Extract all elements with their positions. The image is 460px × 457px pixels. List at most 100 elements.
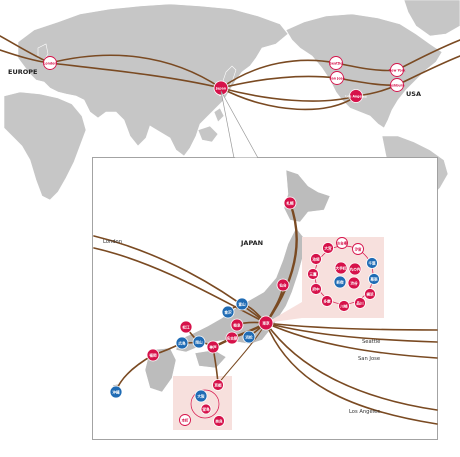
node-hiroshima: 広島 [175,336,189,350]
route-line [220,87,357,102]
node-label: 千葉 [368,260,376,265]
node-toyama: 富山 [235,297,249,311]
node-label: 大阪 [197,393,205,398]
node-nara: 奈良 [213,415,225,427]
node-kanto-p: 渋谷 [347,276,361,290]
route-line [265,322,438,411]
node-dojima: 堂島 [200,403,212,415]
node-label: 広島 [178,340,186,345]
node-japan-world: Japan [213,80,229,96]
route-line [265,322,438,331]
node-label: Ashburn [389,83,405,87]
node-label: 東京 [262,320,270,325]
node-label: 堂島 [202,406,210,411]
region-label-europe: EUROPE [8,68,37,76]
node-label: 岡山 [195,339,203,344]
node-seattle-world: Seattle [329,56,343,70]
node-kobe: 神戸 [206,340,220,354]
north-america-landmass [285,13,443,129]
route-line [93,235,267,324]
node-label: 神戸 [209,344,217,349]
node-label: 仙台 [279,282,287,287]
node-label: お台場 [337,240,348,245]
node-losangeles-world: Los Angeles [345,89,367,103]
node-sendai: 仙台 [276,278,290,292]
route-line [265,322,438,359]
node-nagoya: 名古屋 [225,331,239,345]
node-label: 大手町 [336,265,347,270]
node-label: 岐阜 [233,322,241,327]
route-line [220,87,357,111]
node-label: 本町 [182,417,189,422]
node-label: 松江 [182,324,190,329]
node-fukuoka: 福岡 [146,348,160,362]
node-newyork-world: New York [389,63,407,77]
node-label: New York [389,68,407,72]
route-line [265,322,438,425]
node-label: Japan [215,86,227,90]
node-tokyo: 東京 [258,315,274,331]
node-kanto-n: 丸の内 [348,262,362,276]
node-label: 京都 [214,382,222,387]
node-kanto-l: 品川 [354,297,366,309]
route-line [49,62,222,89]
node-label: 沖縄 [111,389,120,394]
node-kanto-a: 大宮 [322,242,334,254]
node-gifu: 岐阜 [230,318,244,332]
node-kanto-e: 千葉 [366,257,378,269]
node-label: 丸の内 [349,266,361,271]
node-honmachi: 本町 [179,414,191,426]
node-kanazawa: 金沢 [221,305,235,319]
node-label: Los Angeles [345,94,367,98]
route-line [93,247,267,324]
node-kanto-f: 三鷹 [307,268,319,280]
region-label-usa: USA [406,90,421,98]
node-sapporo: 札幌 [283,196,297,210]
node-label: 三鷹 [309,271,317,276]
node-kanto-k: 川崎 [338,300,350,312]
africa-landmass [3,91,87,201]
inset-label-london: London [103,239,122,245]
region-label-japan: JAPAN [240,239,263,247]
node-label: 富山 [238,301,246,306]
node-label: 名古屋 [227,335,238,340]
eurasia-landmass [17,3,289,157]
route-line [49,54,222,89]
kanto-box-connector [266,302,302,323]
node-kyoto: 京都 [212,379,224,391]
node-label: 奈良 [214,418,223,423]
node-label: 渋谷 [350,280,358,285]
route-line [396,39,460,71]
node-label: 札幌 [285,200,294,205]
inset-label-losangeles: Los Angeles [349,409,380,415]
node-label: 金沢 [223,309,232,314]
node-kanto-m: 大手町 [334,261,348,275]
node-kanto-i: 横浜 [364,288,376,300]
node-kanto-o: 新宿 [333,275,347,289]
node-kanto-d: 池袋 [310,253,322,265]
kansai-ring [190,389,220,419]
inset-label-sanjose: San Jose [358,356,380,362]
node-label: 池袋 [312,256,320,261]
node-label: 多摩 [323,298,331,303]
node-okayama: 岡山 [192,335,206,349]
node-sanjose-world: San Jose [329,71,345,85]
greenland-landmass [403,0,460,37]
node-label: 汐留 [355,246,362,251]
node-osaka: 大阪 [194,389,208,403]
node-london-world: London [43,56,57,70]
route-line [220,59,337,89]
node-label: 品川 [356,300,364,305]
node-okinawa: 沖縄 [109,385,123,399]
node-label: 大宮 [324,245,332,250]
route-line [220,75,338,89]
inset-label-seattle: Seattle [362,339,380,345]
node-label: 横浜 [366,291,374,296]
node-kanto-j: 多摩 [321,295,333,307]
node-hamamatsu: 浜松 [242,330,256,344]
node-label: Seattle [330,61,343,65]
southeast-asia-islands [197,107,225,143]
node-kanto-g: 幕張 [368,273,380,285]
node-label: London [43,61,57,65]
node-label: 幕張 [369,276,378,281]
